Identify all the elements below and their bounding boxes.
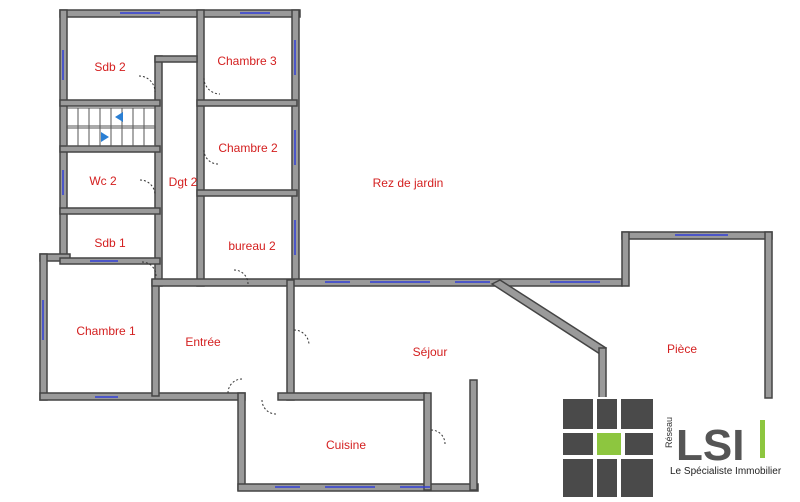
wall (277, 392, 427, 401)
room-label-chambre3: Chambre 3 (217, 54, 277, 68)
wall (469, 379, 478, 491)
wall (286, 279, 295, 401)
wall (196, 9, 205, 287)
room-label-rez-de-jardin: Rez de jardin (373, 176, 444, 190)
wall (490, 279, 608, 355)
wall (154, 55, 163, 287)
room-label-chambre1: Chambre 1 (76, 324, 136, 338)
wall (59, 207, 161, 215)
logo-grid-tile (597, 399, 617, 429)
room-labels: Sdb 2 Chambre 3 Chambre 2 Wc 2 Dgt 2 Rez… (76, 54, 697, 452)
room-label-piece: Pièce (667, 342, 697, 356)
logo-grid-tile (625, 433, 653, 455)
logo-grid-tile (621, 399, 653, 429)
wall (423, 392, 432, 491)
logo-grid-tile (621, 459, 653, 497)
room-label-chambre2: Chambre 2 (218, 141, 278, 155)
wall (598, 347, 607, 399)
wall (39, 392, 246, 401)
room-label-sdb1: Sdb 1 (94, 236, 126, 250)
logo-grid-tile-accent (597, 433, 621, 455)
logo-grid-tile (597, 459, 617, 497)
wall (237, 392, 246, 491)
lsi-logo: Réseau LSI Le Spécialiste Immobilier (561, 397, 782, 499)
wall (196, 99, 298, 107)
door-swing (430, 429, 446, 445)
room-label-sejour: Séjour (413, 345, 448, 359)
wall (151, 279, 160, 397)
wall (196, 189, 298, 197)
windows (42, 12, 728, 488)
logo-tagline: Le Spécialiste Immobilier (670, 466, 782, 477)
room-label-wc2: Wc 2 (89, 174, 117, 188)
door-swing (227, 378, 243, 394)
wall (764, 231, 773, 399)
door-swing (293, 329, 310, 346)
door-swing (203, 149, 219, 165)
logo-vertical-text: Réseau (664, 417, 674, 448)
door-swing (203, 77, 221, 95)
stair-arrow-icon (101, 132, 109, 142)
logo-accent-bar (760, 420, 765, 458)
stair-arrow-icon (115, 112, 123, 122)
logo-grid-tile (563, 433, 593, 455)
room-label-entree: Entrée (185, 335, 221, 349)
room-label-dgt2: Dgt 2 (169, 175, 198, 189)
door-swing (139, 179, 156, 196)
room-label-sdb2: Sdb 2 (94, 60, 126, 74)
wall (621, 231, 630, 287)
doors (138, 75, 446, 445)
door-swing (138, 75, 156, 93)
wall (59, 9, 68, 259)
wall (59, 145, 161, 153)
logo-grid-tile (563, 459, 593, 497)
logo-letters: LSI (676, 421, 744, 470)
logo-grid-tile (563, 399, 593, 429)
room-label-bureau2: bureau 2 (228, 239, 276, 253)
door-swing (141, 261, 157, 277)
wall (59, 99, 161, 107)
door-swing (233, 269, 249, 285)
room-label-cuisine: Cuisine (326, 438, 366, 452)
door-swing (261, 399, 277, 415)
wall (154, 55, 198, 63)
staircase (66, 107, 156, 147)
